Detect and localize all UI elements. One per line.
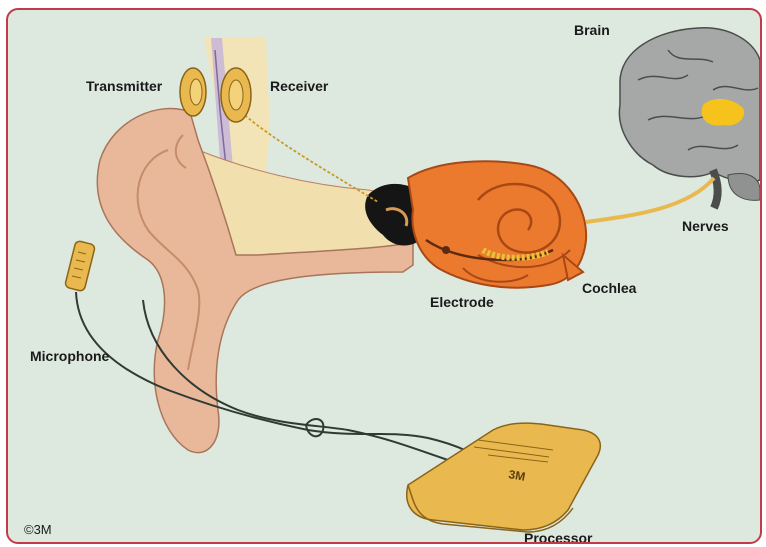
processor-logo: 3M — [507, 467, 526, 484]
label-nerves: Nerves — [682, 218, 729, 234]
cochlea-shape — [408, 161, 586, 287]
nerve-fiber — [586, 178, 714, 222]
brain — [619, 28, 760, 208]
label-receiver: Receiver — [270, 78, 328, 94]
label-cochlea: Cochlea — [582, 280, 636, 296]
label-microphone: Microphone — [30, 348, 109, 364]
diagram-frame: 3M Transmitter Receiver Brain Nerves Ele… — [6, 8, 762, 544]
label-processor: Processor — [524, 530, 592, 544]
transmitter-disc — [180, 68, 206, 116]
receiver-disc — [221, 68, 251, 122]
label-brain: Brain — [574, 22, 610, 38]
label-electrode: Electrode — [430, 294, 494, 310]
copyright-notice: ©3M — [24, 522, 52, 537]
microphone-device — [64, 240, 95, 291]
processor-cables — [76, 292, 488, 472]
label-transmitter: Transmitter — [86, 78, 162, 94]
